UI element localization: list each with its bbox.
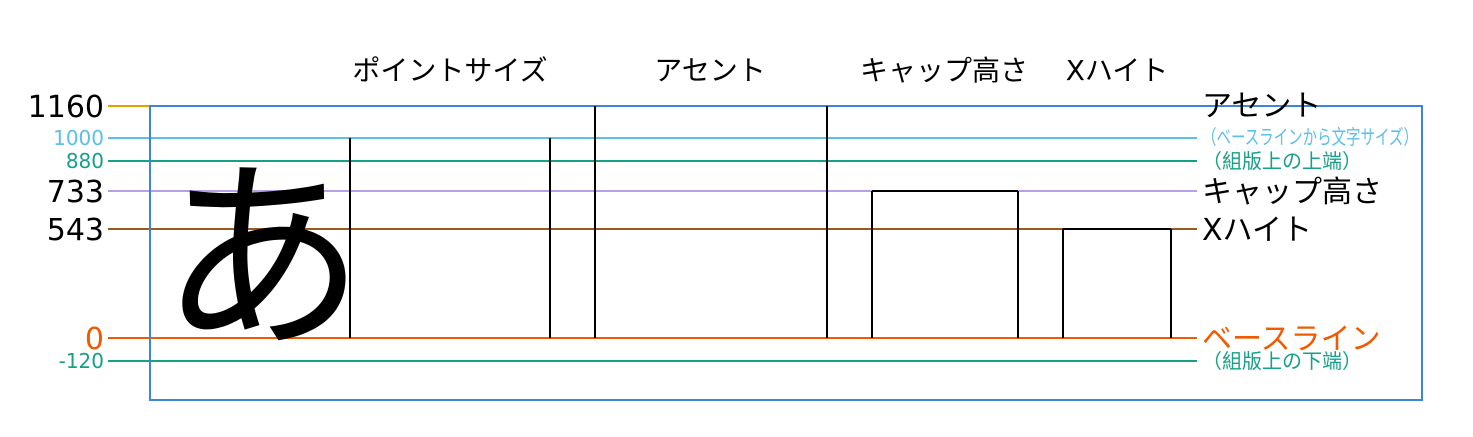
- column-header-point-size: ポイントサイズ: [352, 54, 547, 87]
- column-header-x-height: Xハイト: [1066, 54, 1169, 87]
- value-ascent: 1160: [28, 90, 104, 125]
- sample-glyph: あ: [160, 141, 365, 379]
- glyph-frame: [149, 105, 1423, 401]
- point-size-bars: [349, 138, 551, 338]
- value-baseline: 0: [85, 322, 104, 357]
- x-height-bars: [1062, 228, 1172, 338]
- label-typo-ascender: （組版上の上端）: [1202, 149, 1362, 173]
- column-header-ascent: アセント: [654, 54, 765, 87]
- label-typo-descender: （組版上の下端）: [1202, 349, 1362, 373]
- column-header-cap-height: キャップ高さ: [860, 54, 1028, 87]
- label-cap-height: キャップ高さ: [1202, 175, 1382, 210]
- value-x-height: 543: [47, 213, 104, 248]
- label-em-top: （ベースラインから文字サイズ）: [1202, 125, 1418, 149]
- value-typo-ascender: 880: [66, 149, 104, 173]
- value-cap-height: 733: [47, 175, 104, 210]
- ascent-bars: [594, 106, 828, 338]
- label-baseline: ベースライン: [1202, 322, 1381, 357]
- cap-height-bars: [871, 190, 1019, 338]
- label-ascent: アセント: [1202, 89, 1321, 124]
- value-em-top: 1000: [53, 126, 104, 150]
- label-x-height: Xハイト: [1202, 213, 1312, 248]
- value-typo-descender: -120: [59, 349, 104, 373]
